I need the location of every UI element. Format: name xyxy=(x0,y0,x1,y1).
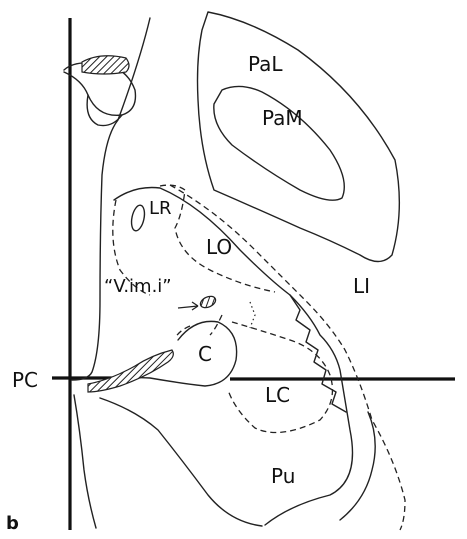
label-c: C xyxy=(198,344,212,364)
label-vimi: “V.im.i” xyxy=(104,278,172,296)
top-left-hatched-region xyxy=(82,56,129,74)
label-lo: LO xyxy=(206,237,232,257)
bottom-left-contour xyxy=(74,395,96,528)
pam-outline xyxy=(214,86,344,200)
pal-outline xyxy=(198,12,400,262)
vimi-nucleus xyxy=(199,294,218,310)
lc-dashed-border xyxy=(228,322,332,433)
label-pal: PaL xyxy=(248,54,283,74)
label-lc: LC xyxy=(265,385,290,405)
label-pu: Pu xyxy=(271,466,295,486)
lateral-medullary-contour xyxy=(290,295,346,412)
pu-outline xyxy=(100,398,262,526)
lr-oval xyxy=(129,204,146,232)
dotted-boundary xyxy=(250,302,255,328)
panel-letter: b xyxy=(6,515,19,533)
label-pam: PaM xyxy=(262,108,303,128)
label-pc: PC xyxy=(12,370,38,390)
pc-hatched-region xyxy=(88,350,173,392)
label-li: LI xyxy=(353,276,370,296)
label-lr: LR xyxy=(149,200,172,218)
